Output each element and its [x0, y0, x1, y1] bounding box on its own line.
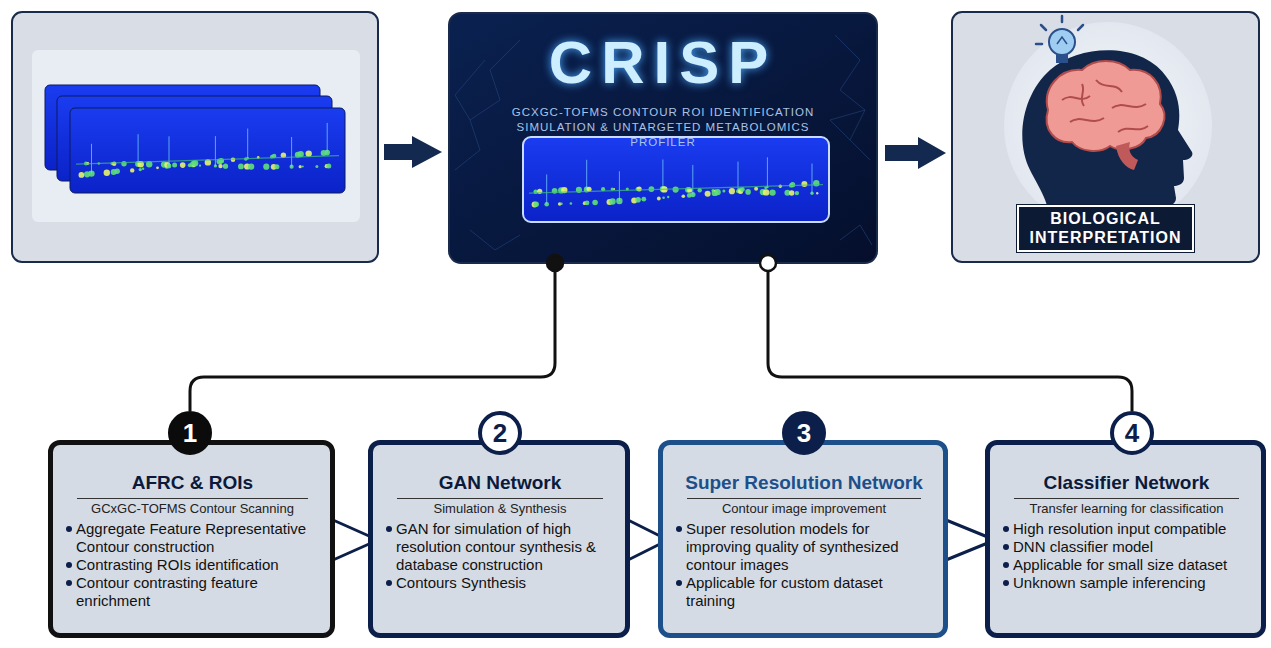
node-title: Classifier Network: [1002, 472, 1251, 495]
callout-number: 2: [493, 420, 507, 446]
process-box: Super Resolution NetworkContour image im…: [658, 440, 948, 638]
brain: [1047, 61, 1165, 170]
callout-number: 2: [478, 411, 522, 455]
bullet-text: Contours Synthesis: [385, 574, 615, 592]
node-title: AFRC & ROIs: [65, 472, 320, 495]
bullet-text: High resolution input compatible: [1002, 520, 1251, 538]
node-subtitle: Simulation & Synthesis: [397, 498, 603, 517]
process-box: AFRC & ROIsGCxGC-TOFMS Contour ScanningA…: [48, 440, 335, 638]
connector-line: [190, 263, 555, 411]
bullet-text: GAN for simulation of high resolution co…: [385, 520, 615, 574]
connector: [190, 255, 563, 411]
node-title: BIOLOGICAL INTERPRETATION: [1017, 205, 1193, 252]
flow-arrow: [885, 137, 946, 169]
crisp-contour: [523, 137, 829, 222]
node-subtitle: GCXGC-TOFMS CONTOUR ROI IDENTIFICATION S…: [483, 105, 843, 150]
bullet-dot: [676, 526, 682, 532]
bullet-dot: [386, 580, 392, 586]
contour-stack: [45, 85, 345, 193]
process-box: Classifier NetworkTransfer learning for …: [985, 440, 1266, 638]
connector-dot: [547, 255, 563, 271]
bullet-dot: [676, 580, 682, 586]
input-panel: [12, 12, 378, 262]
idea-bulb: [1036, 16, 1083, 63]
connector-dot: [760, 255, 776, 271]
input-inner-panel: [32, 50, 360, 222]
callout-number: 1: [168, 411, 212, 455]
node-subtitle: GCxGC-TOFMS Contour Scanning: [77, 498, 308, 517]
callout-number: 1: [183, 420, 197, 446]
bullet-text: Super resolution models for improving qu…: [675, 520, 933, 574]
bullet-dot: [66, 562, 72, 568]
bullet-text: Aggregate Feature Representative Contour…: [65, 520, 320, 556]
bullet-text: Contour contrasting feature enrichment: [65, 574, 320, 610]
callout-number: 3: [782, 411, 826, 455]
title-panel: CRISP GCXGC-TOFMS CONTOUR ROI IDENTIFICAT…: [449, 13, 877, 263]
bullet-dot: [1003, 544, 1009, 550]
node-subtitle: Contour image improvement: [687, 498, 921, 517]
connector: [885, 137, 946, 169]
bullet-text: Applicable for small size dataset: [1002, 556, 1251, 574]
bullet-dot: [386, 526, 392, 532]
bullet-text: Contrasting ROIs identification: [65, 556, 320, 574]
bullet-text: Unknown sample inferencing: [1002, 574, 1251, 592]
connector-line: [768, 263, 1132, 411]
bullet-text: Applicable for custom dataset training: [675, 574, 933, 610]
bullet-dot: [1003, 526, 1009, 532]
crisp-panel: [449, 13, 877, 263]
callout-number: 4: [1125, 420, 1139, 446]
connector: [760, 255, 1132, 411]
bullet-text: DNN classifier model: [1002, 538, 1251, 556]
node-title: Super Resolution Network: [675, 472, 933, 495]
callout-number: 3: [797, 420, 811, 446]
output-panel: [952, 12, 1259, 262]
bullet-dot: [66, 580, 72, 586]
bullet-dot: [1003, 562, 1009, 568]
flow-arrow: [384, 136, 442, 168]
bullet-dot: [66, 526, 72, 532]
process-box: GAN NetworkSimulation & SynthesisGAN for…: [368, 440, 630, 638]
node-title: CRISP: [549, 33, 777, 93]
bullet-dot: [1003, 580, 1009, 586]
node-title: GAN Network: [385, 472, 615, 495]
node-subtitle: Transfer learning for classification: [1014, 498, 1239, 517]
output-panel: BIOLOGICAL INTERPRETATION: [952, 12, 1259, 262]
callout-number: 4: [1110, 411, 1154, 455]
